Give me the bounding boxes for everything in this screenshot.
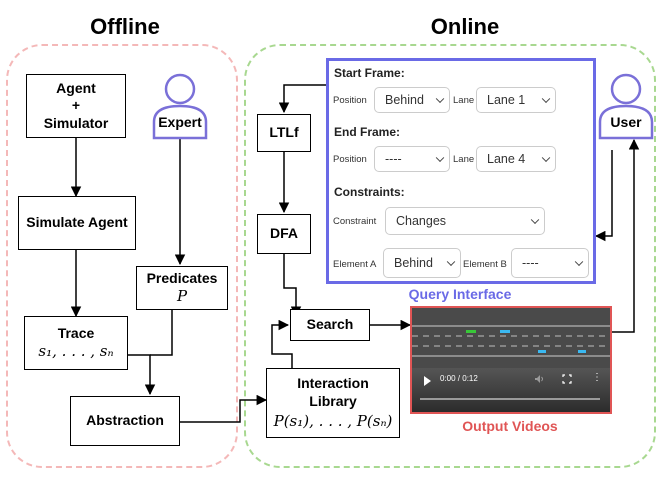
output-video-player[interactable]: 0:00 / 0:12 ⋮ [410,306,612,414]
chevron-down-icon [530,215,540,225]
chevron-down-icon [435,94,445,104]
fullscreen-icon[interactable] [562,374,572,384]
constraint-value: Changes [396,214,447,228]
chevron-down-icon [541,94,551,104]
end-lane-select[interactable]: Lane 4 [476,146,556,172]
trace-label: Trace [57,324,95,341]
agent-simulator-box: Agent + Simulator [26,74,126,138]
offline-region [6,44,238,468]
end-position-label: Position [333,154,367,165]
predicates-symbol: P [176,287,188,306]
trace-box: Trace s₁, . . . , sₙ [24,316,128,370]
arrow-user-to-query [594,150,613,242]
query-interface-panel: Start Frame: Position Behind Lane Lane 1… [326,58,596,284]
expert-person-icon [152,73,208,140]
search-box: Search [290,309,370,341]
library-label: Library [309,392,357,409]
user-label: User [610,114,642,130]
road-scene [412,308,610,368]
start-lane-select[interactable]: Lane 1 [476,87,556,113]
chevron-down-icon [541,153,551,163]
volume-icon[interactable] [534,374,544,384]
predicates-label: Predicates [146,269,218,286]
simulate-agent-box: Simulate Agent [18,196,136,250]
start-position-label: Position [333,95,367,106]
chevron-down-icon [435,153,445,163]
constraint-label: Constraint [333,216,377,227]
arrow-trace-to-abstraction [128,354,156,396]
search-label: Search [306,316,354,333]
user-person-icon [598,73,654,140]
element-b-label: Element B [463,259,507,270]
arrow-videos-to-user [612,138,640,333]
progress-track[interactable] [420,398,600,400]
interaction-library-box: Interaction Library P(s₁), . . . , P(sₙ) [266,368,400,438]
arrow-dfa-to-search [283,254,302,318]
end-lane-label: Lane [453,154,475,165]
line-predicates-to-abstraction [150,310,173,356]
output-videos-caption: Output Videos [462,418,558,434]
end-position-select[interactable]: ---- [374,146,450,172]
predicates-box: Predicates P [136,266,228,310]
element-a-select[interactable]: Behind [383,248,461,278]
constraints-title: Constraints: [334,185,405,199]
start-lane-label: Lane [453,95,475,106]
abstraction-label: Abstraction [86,412,164,429]
trace-formula: s₁, . . . , sₙ [38,342,114,361]
abstraction-box: Abstraction [70,396,180,446]
agent-label: Agent [56,79,96,96]
plus-label: + [71,97,81,114]
online-region [244,44,656,468]
arrow-query-to-ltlf [278,84,326,114]
end-position-value: ---- [385,152,402,166]
end-lane-value: Lane 4 [487,152,526,166]
offline-title: Offline [90,14,160,39]
query-interface-caption: Query Interface [408,286,512,302]
interaction-library-formula: P(s₁), . . . , P(sₙ) [273,412,393,431]
ltlf-label: LTLf [269,124,299,141]
play-icon[interactable] [424,376,431,386]
start-lane-value: Lane 1 [487,93,526,107]
video-time: 0:00 / 0:12 [440,374,478,383]
start-frame-title: Start Frame: [334,66,405,80]
element-a-label: Element A [333,259,377,270]
simulator-label: Simulator [43,114,109,131]
constraint-select[interactable]: Changes [385,207,545,235]
dfa-label: DFA [270,225,298,242]
online-title: Online [430,14,500,39]
chevron-down-icon [574,257,584,267]
dfa-box: DFA [257,214,311,254]
expert-label: Expert [158,114,202,130]
chevron-down-icon [446,257,456,267]
simulate-agent-label: Simulate Agent [26,214,128,231]
arrow-abstraction-to-library [180,394,268,423]
start-position-select[interactable]: Behind [374,87,450,113]
more-options-icon[interactable]: ⋮ [592,372,602,383]
element-a-value: Behind [394,256,433,270]
end-frame-title: End Frame: [334,125,401,139]
element-b-select[interactable]: ---- [511,248,589,278]
element-b-value: ---- [522,256,539,270]
video-controls: 0:00 / 0:12 ⋮ [412,368,610,412]
arrow-library-to-search [271,319,293,368]
ltlf-box: LTLf [257,114,311,152]
interaction-label: Interaction [297,375,369,392]
start-position-value: Behind [385,93,424,107]
